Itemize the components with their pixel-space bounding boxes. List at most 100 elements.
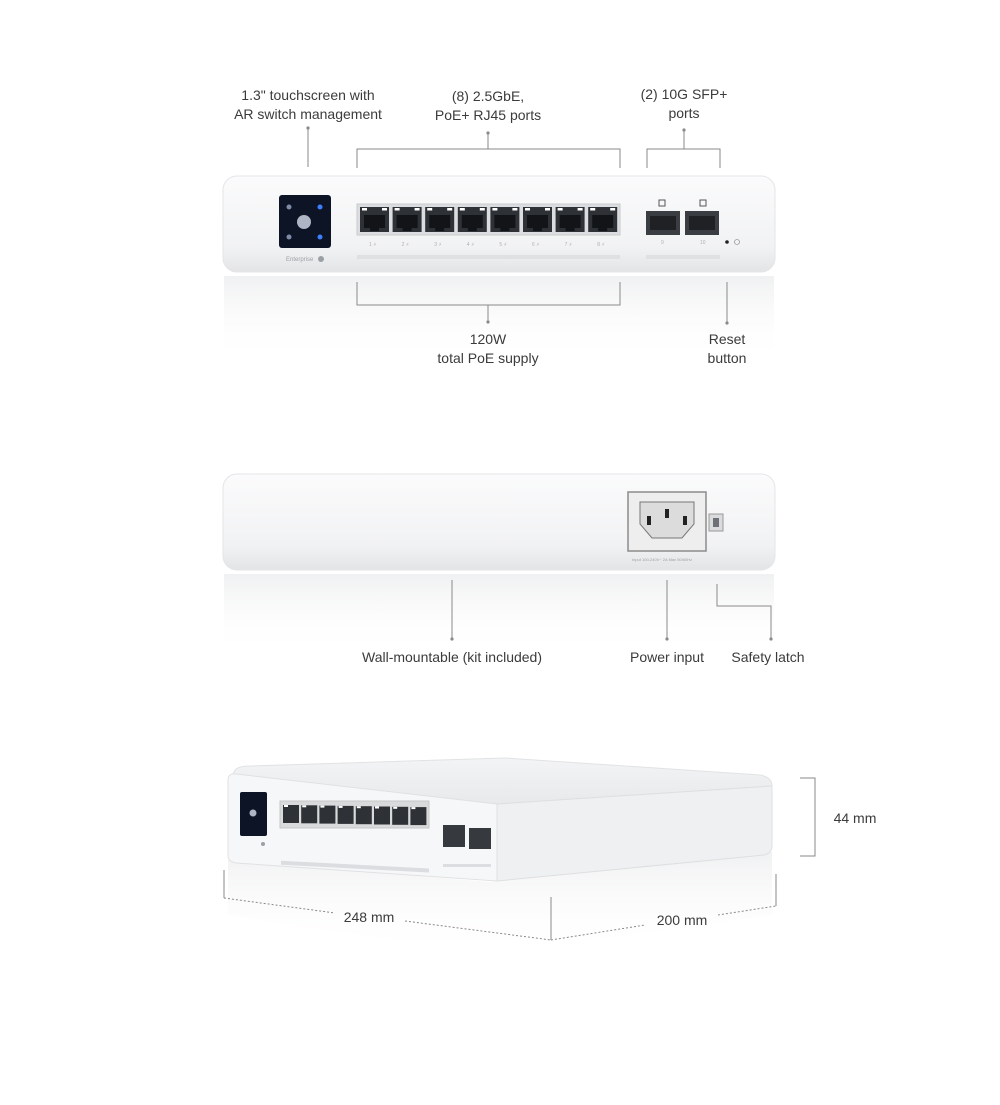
rj45-port-led	[590, 208, 596, 211]
perspective-sfp-bar	[443, 864, 491, 867]
perspective-screen-dial	[249, 809, 257, 817]
width-dimension: 248 mm	[343, 909, 395, 925]
rj45-port-6	[523, 207, 552, 232]
rj45-port-opening	[527, 215, 548, 231]
enterprise-badge: Enterprise	[286, 257, 314, 263]
rj45-ports	[360, 207, 618, 232]
rj45-port-led	[382, 208, 387, 211]
depth-dimension: 200 mm	[656, 912, 708, 928]
poe-supply-callout-line2: total PoE supply	[437, 350, 539, 366]
reset-callout-line2: button	[707, 350, 747, 366]
perspective-rj45-led	[393, 806, 398, 809]
perspective-rj45-led	[411, 807, 416, 810]
perspective-rj45-port	[301, 805, 318, 824]
rj45-port-label: 8 ⚡	[597, 242, 605, 248]
rj45-port-led	[459, 208, 465, 211]
rj45-port-label: 5 ⚡	[499, 242, 507, 248]
rj45-port-label: 6 ⚡	[532, 242, 540, 248]
touchscreen-callout: 1.3" touchscreen with AR switch manageme…	[228, 86, 388, 124]
rj45-port-led	[610, 208, 616, 211]
safety-latch-part	[708, 513, 724, 532]
height-dimension: 44 mm	[833, 810, 877, 826]
rj45-port-2	[392, 207, 422, 232]
sfp-port-label-2: 10	[700, 240, 706, 246]
sfp-led-2	[699, 199, 707, 207]
reset-button	[725, 240, 729, 244]
rj45-port-led	[525, 208, 530, 211]
touchscreen-display	[279, 195, 331, 248]
perspective-rj45-port	[319, 805, 336, 824]
reset-callout: Reset button	[687, 330, 767, 368]
reset-icon	[734, 239, 740, 245]
rj45-port-led	[447, 208, 453, 211]
wall-mount-callout: Wall-mountable (kit included)	[362, 649, 542, 665]
rj45-port-1	[360, 207, 389, 232]
front-reflection	[224, 276, 774, 361]
screen-devices-icon	[286, 204, 292, 210]
rj45-port-label: 3 ⚡	[434, 242, 442, 248]
perspective-rj45-ports	[283, 805, 427, 826]
front-leader-lines	[307, 128, 728, 323]
rj45-port-opening	[592, 215, 614, 231]
perspective-rj45-port	[283, 805, 299, 823]
rj45-port-led	[545, 208, 550, 211]
rj45-port-led	[427, 208, 433, 211]
rj45-port-opening	[429, 215, 451, 231]
power-rating-text: Input 100-240V~ 2A Max 50/60Hz	[632, 557, 692, 562]
rj45-port-led	[479, 208, 485, 211]
back-reflection	[224, 574, 774, 654]
sfp-callout: (2) 10G SFP+ ports	[624, 85, 744, 123]
rj45-port-label: 2 ⚡	[402, 242, 410, 248]
rj45-port-opening	[461, 215, 483, 231]
screen-settings-icon	[317, 234, 323, 240]
perspective-rj45-led	[375, 806, 379, 809]
perspective-side-panel	[496, 785, 773, 882]
sfp-led-1	[658, 199, 666, 207]
perspective-rj45-led	[284, 805, 288, 807]
rj45-port-4	[457, 207, 487, 232]
rj45-callout: (8) 2.5GbE, PoE+ RJ45 ports	[418, 87, 558, 125]
rj45-port-led	[362, 208, 367, 211]
power-input-callout: Power input	[630, 649, 704, 665]
touchscreen-callout-line2: AR switch management	[234, 106, 382, 122]
rj45-port-opening	[559, 215, 581, 231]
front-port-bar	[357, 255, 620, 259]
sfp-callout-line2: ports	[668, 105, 700, 121]
screen-info-icon	[286, 234, 292, 240]
perspective-rj45-port	[410, 807, 427, 826]
reset-callout-line1: Reset	[708, 331, 746, 347]
perspective-view	[223, 757, 816, 955]
rj45-callout-line2: PoE+ RJ45 ports	[434, 107, 542, 123]
rj45-port-led	[394, 208, 400, 211]
rj45-port-led	[577, 208, 583, 211]
sfp-port-1	[646, 199, 680, 235]
perspective-brand-icon	[261, 842, 265, 846]
rj45-port-opening	[364, 215, 385, 231]
perspective-rj45-port	[355, 806, 372, 825]
screen-center-dial	[297, 215, 311, 229]
rj45-port-led	[414, 208, 420, 211]
front-leader-dots	[306, 126, 729, 325]
perspective-rj45-led	[338, 805, 343, 808]
poe-supply-callout-line1: 120W	[469, 331, 507, 347]
rj45-port-5	[490, 207, 520, 232]
rj45-port-label: 4 ⚡	[467, 242, 475, 248]
back-leader-lines	[451, 580, 772, 639]
perspective-port-bar	[281, 860, 429, 873]
power-input-socket	[627, 491, 707, 552]
perspective-sfp-port-1	[443, 825, 465, 847]
rj45-port-3	[425, 207, 455, 232]
rj45-port-labels: 1 ⚡ 2 ⚡ 3 ⚡ 4 ⚡ 5 ⚡ 6 ⚡ 7 ⚡ 8 ⚡	[369, 242, 605, 248]
rj45-port-label: 1 ⚡	[369, 242, 377, 248]
perspective-rj45-port	[392, 806, 409, 825]
sfp-port-label-1: 9	[661, 240, 664, 246]
perspective-reflection	[228, 852, 772, 955]
poe-supply-callout: 120W total PoE supply	[418, 330, 558, 368]
enterprise-badge-icon	[318, 256, 324, 262]
perspective-rj45-port	[374, 806, 390, 825]
screen-topology-icon	[317, 204, 323, 210]
rj45-port-label: 7 ⚡	[565, 242, 573, 248]
rj45-port-led	[512, 208, 518, 211]
sfp-callout-line1: (2) 10G SFP+	[640, 86, 728, 102]
front-view: Enterprise 1 ⚡ 2 ⚡ 3 ⚡ 4 ⚡ 5 ⚡ 6 ⚡ 7 ⚡ 8 ⚡ 9 10	[222, 126, 776, 361]
